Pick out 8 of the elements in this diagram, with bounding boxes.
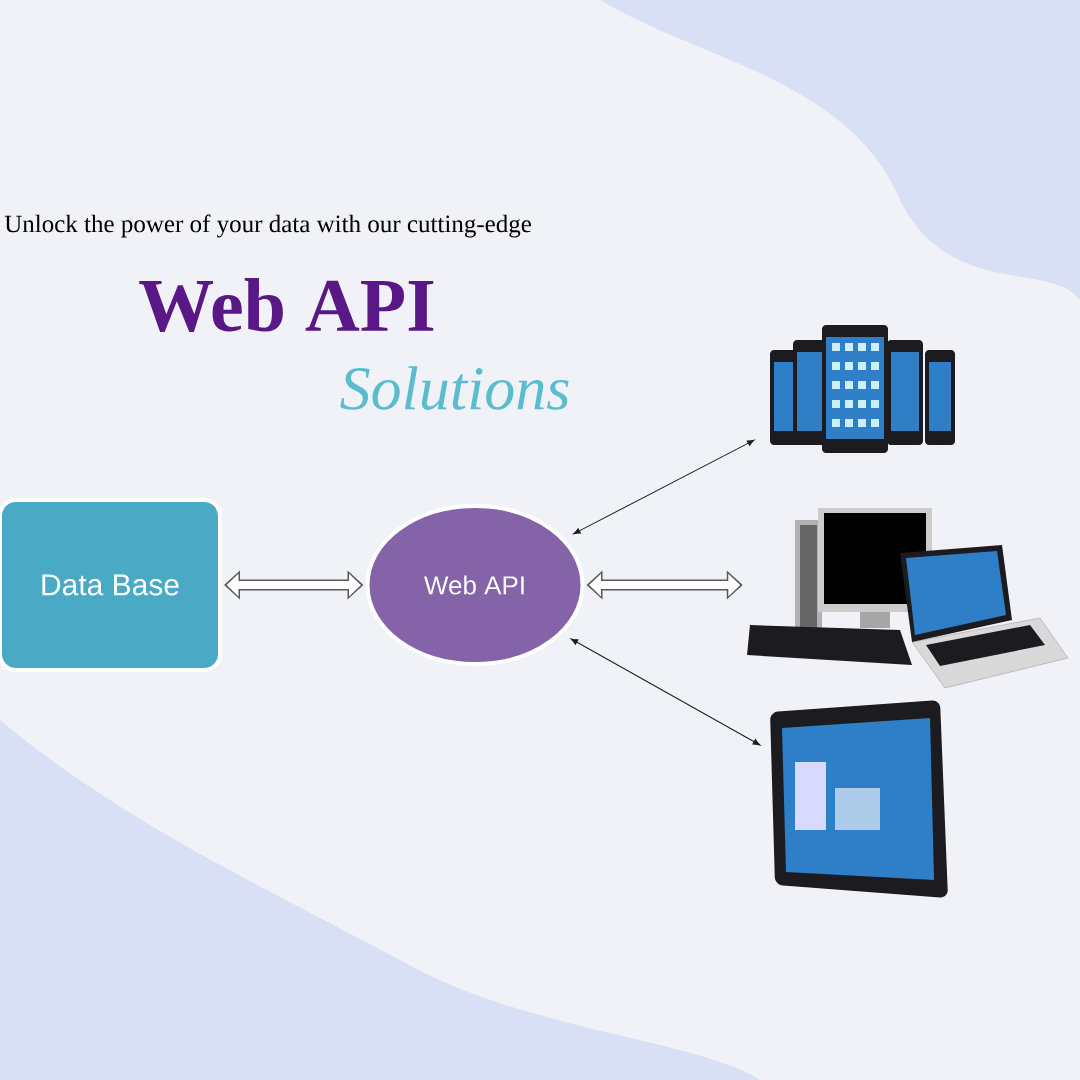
arrow bbox=[573, 439, 755, 535]
subheading-text: Solutions bbox=[340, 366, 569, 410]
heading-text: Web API bbox=[139, 278, 434, 332]
tagline-text: Unlock the power of your data with our cutting-edge bbox=[4, 214, 531, 238]
database-box: Data Base bbox=[0, 498, 222, 672]
arrow bbox=[570, 638, 761, 746]
phones-drawing bbox=[770, 325, 955, 453]
computers-drawing bbox=[747, 508, 1069, 689]
